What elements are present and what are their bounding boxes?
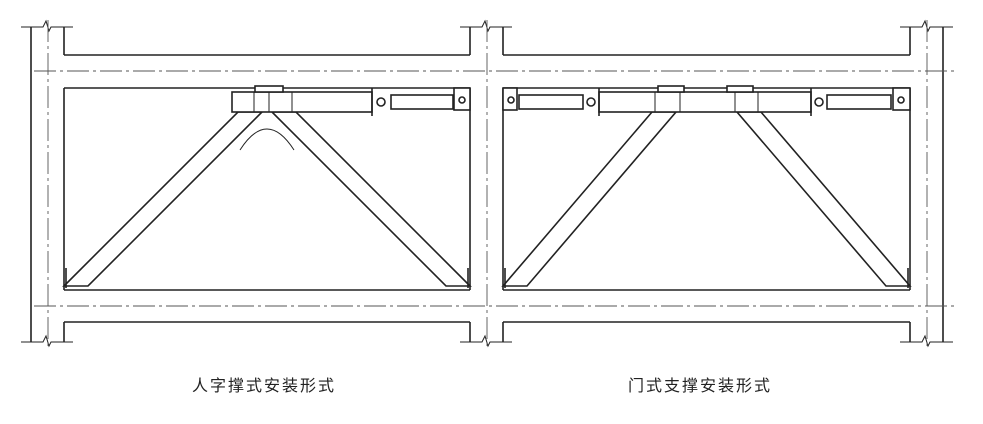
pin-joint bbox=[376, 97, 386, 107]
frame-structure bbox=[21, 19, 955, 350]
left-diagonal-brace bbox=[62, 111, 264, 287]
caption-herringbone: 人字撑式安装形式 bbox=[192, 376, 337, 395]
portal-brace-assembly bbox=[501, 85, 912, 288]
top-plate bbox=[254, 85, 284, 93]
left-damper bbox=[518, 94, 584, 110]
portal-beam bbox=[598, 91, 812, 113]
damper-beam bbox=[231, 91, 373, 113]
right-portal-leg bbox=[735, 111, 912, 287]
right-damper bbox=[826, 94, 892, 110]
hydraulic-damper bbox=[390, 94, 454, 110]
caption-portal: 门式支撑安装形式 bbox=[628, 376, 773, 395]
left-portal-leg bbox=[501, 111, 678, 287]
herringbone-brace-assembly bbox=[62, 85, 472, 288]
right-diagonal-brace bbox=[270, 111, 472, 287]
